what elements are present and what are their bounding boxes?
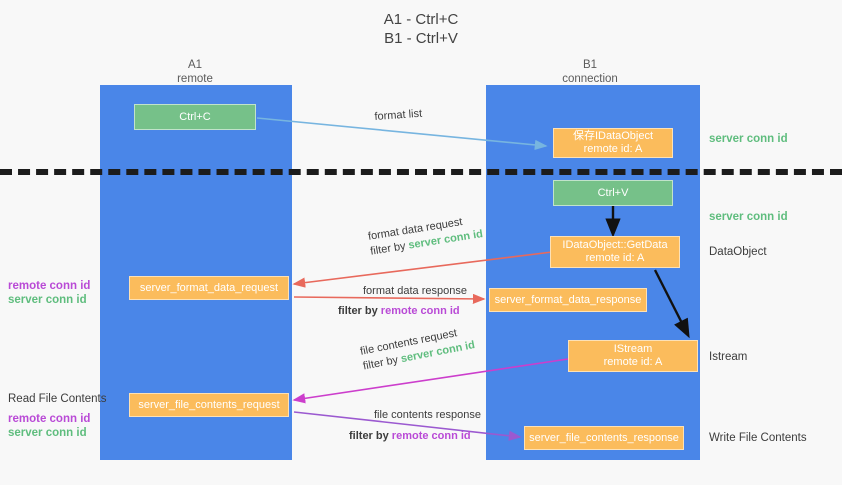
annotation-filter-by-1: filter by (369, 240, 407, 258)
box-getdata-line1: IDataObject::GetData (562, 239, 668, 251)
column-header-b1: B1 connection (520, 58, 660, 86)
annotation-format-data-request: format data request filter by server con… (367, 212, 484, 259)
label-conn-ids-file: remote conn id server conn id (8, 412, 96, 440)
column-a1-name: A1 (187, 59, 203, 71)
annotation-filter-by-2: filter by (338, 305, 378, 317)
annotation-file-contents-request: file contents request filter by server c… (359, 323, 476, 374)
column-b1-name: B1 (582, 59, 598, 71)
label-server-conn-id-mid: server conn id (709, 211, 788, 223)
box-istream-line1: IStream (613, 343, 653, 355)
annotation-format-data-response: format data response filter by remote co… (338, 284, 467, 319)
box-server-file-contents-request-label: server_file_contents_request (138, 398, 280, 411)
title-line-1: A1 - Ctrl+C (383, 11, 459, 28)
annotation-file-contents-response: file contents response filter by remote … (349, 408, 482, 444)
label-write-file-contents: Write File Contents (709, 432, 807, 444)
box-save-dataobject-line2: remote id: A (583, 143, 643, 155)
box-server-format-data-response[interactable]: server_format_data_response (489, 288, 647, 312)
annotation-format-list: format list (374, 107, 423, 125)
box-server-file-contents-response-label: server_file_contents_response (529, 431, 679, 444)
box-save-dataobject-line1: 保存IDataObject (572, 130, 654, 142)
box-getdata[interactable]: IDataObject::GetData remote id: A (550, 236, 680, 268)
annotation-file-contents-response-label: file contents response (374, 409, 482, 421)
column-a1-sub: remote (177, 73, 213, 85)
dashed-divider (0, 169, 842, 175)
box-server-format-data-request[interactable]: server_format_data_request (129, 276, 289, 300)
page-title: A1 - Ctrl+C B1 - Ctrl+V (0, 10, 842, 48)
annotation-filter-by-4: filter by (349, 430, 389, 442)
box-server-file-contents-request[interactable]: server_file_contents_request (129, 393, 289, 417)
label-server-conn-id-top: server conn id (709, 133, 788, 145)
box-save-dataobject[interactable]: 保存IDataObject remote id: A (553, 128, 673, 158)
annotation-format-list-label: format list (374, 107, 423, 123)
label-server-conn-id-1: server conn id (8, 294, 87, 306)
annotation-remote-conn-id-1: remote conn id (380, 305, 460, 317)
box-getdata-line2: remote id: A (585, 252, 645, 264)
box-server-format-data-request-label: server_format_data_request (139, 281, 279, 294)
annotation-remote-conn-id-2: remote conn id (391, 430, 471, 442)
box-server-format-data-response-label: server_format_data_response (494, 293, 642, 306)
label-conn-ids-format: remote conn id server conn id (8, 279, 96, 307)
box-ctrl-v[interactable]: Ctrl+V (553, 180, 673, 206)
box-istream[interactable]: IStream remote id: A (568, 340, 698, 372)
box-ctrl-v-label: Ctrl+V (597, 186, 629, 199)
annotation-format-data-response-label: format data response (363, 285, 467, 297)
box-ctrl-c-label: Ctrl+C (179, 110, 211, 123)
column-header-a1: A1 remote (125, 58, 265, 86)
box-ctrl-c[interactable]: Ctrl+C (134, 104, 256, 130)
label-remote-conn-id-1: remote conn id (8, 280, 91, 292)
column-b1-sub: connection (562, 73, 618, 85)
label-read-file-contents: Read File Contents (8, 393, 107, 405)
box-istream-line2: remote id: A (603, 356, 663, 368)
label-dataobject: DataObject (709, 246, 767, 258)
title-line-2: B1 - Ctrl+V (384, 30, 458, 47)
box-server-file-contents-response[interactable]: server_file_contents_response (524, 426, 684, 450)
label-remote-conn-id-2: remote conn id (8, 413, 91, 425)
label-istream: Istream (709, 351, 748, 363)
label-server-conn-id-2: server conn id (8, 427, 87, 439)
